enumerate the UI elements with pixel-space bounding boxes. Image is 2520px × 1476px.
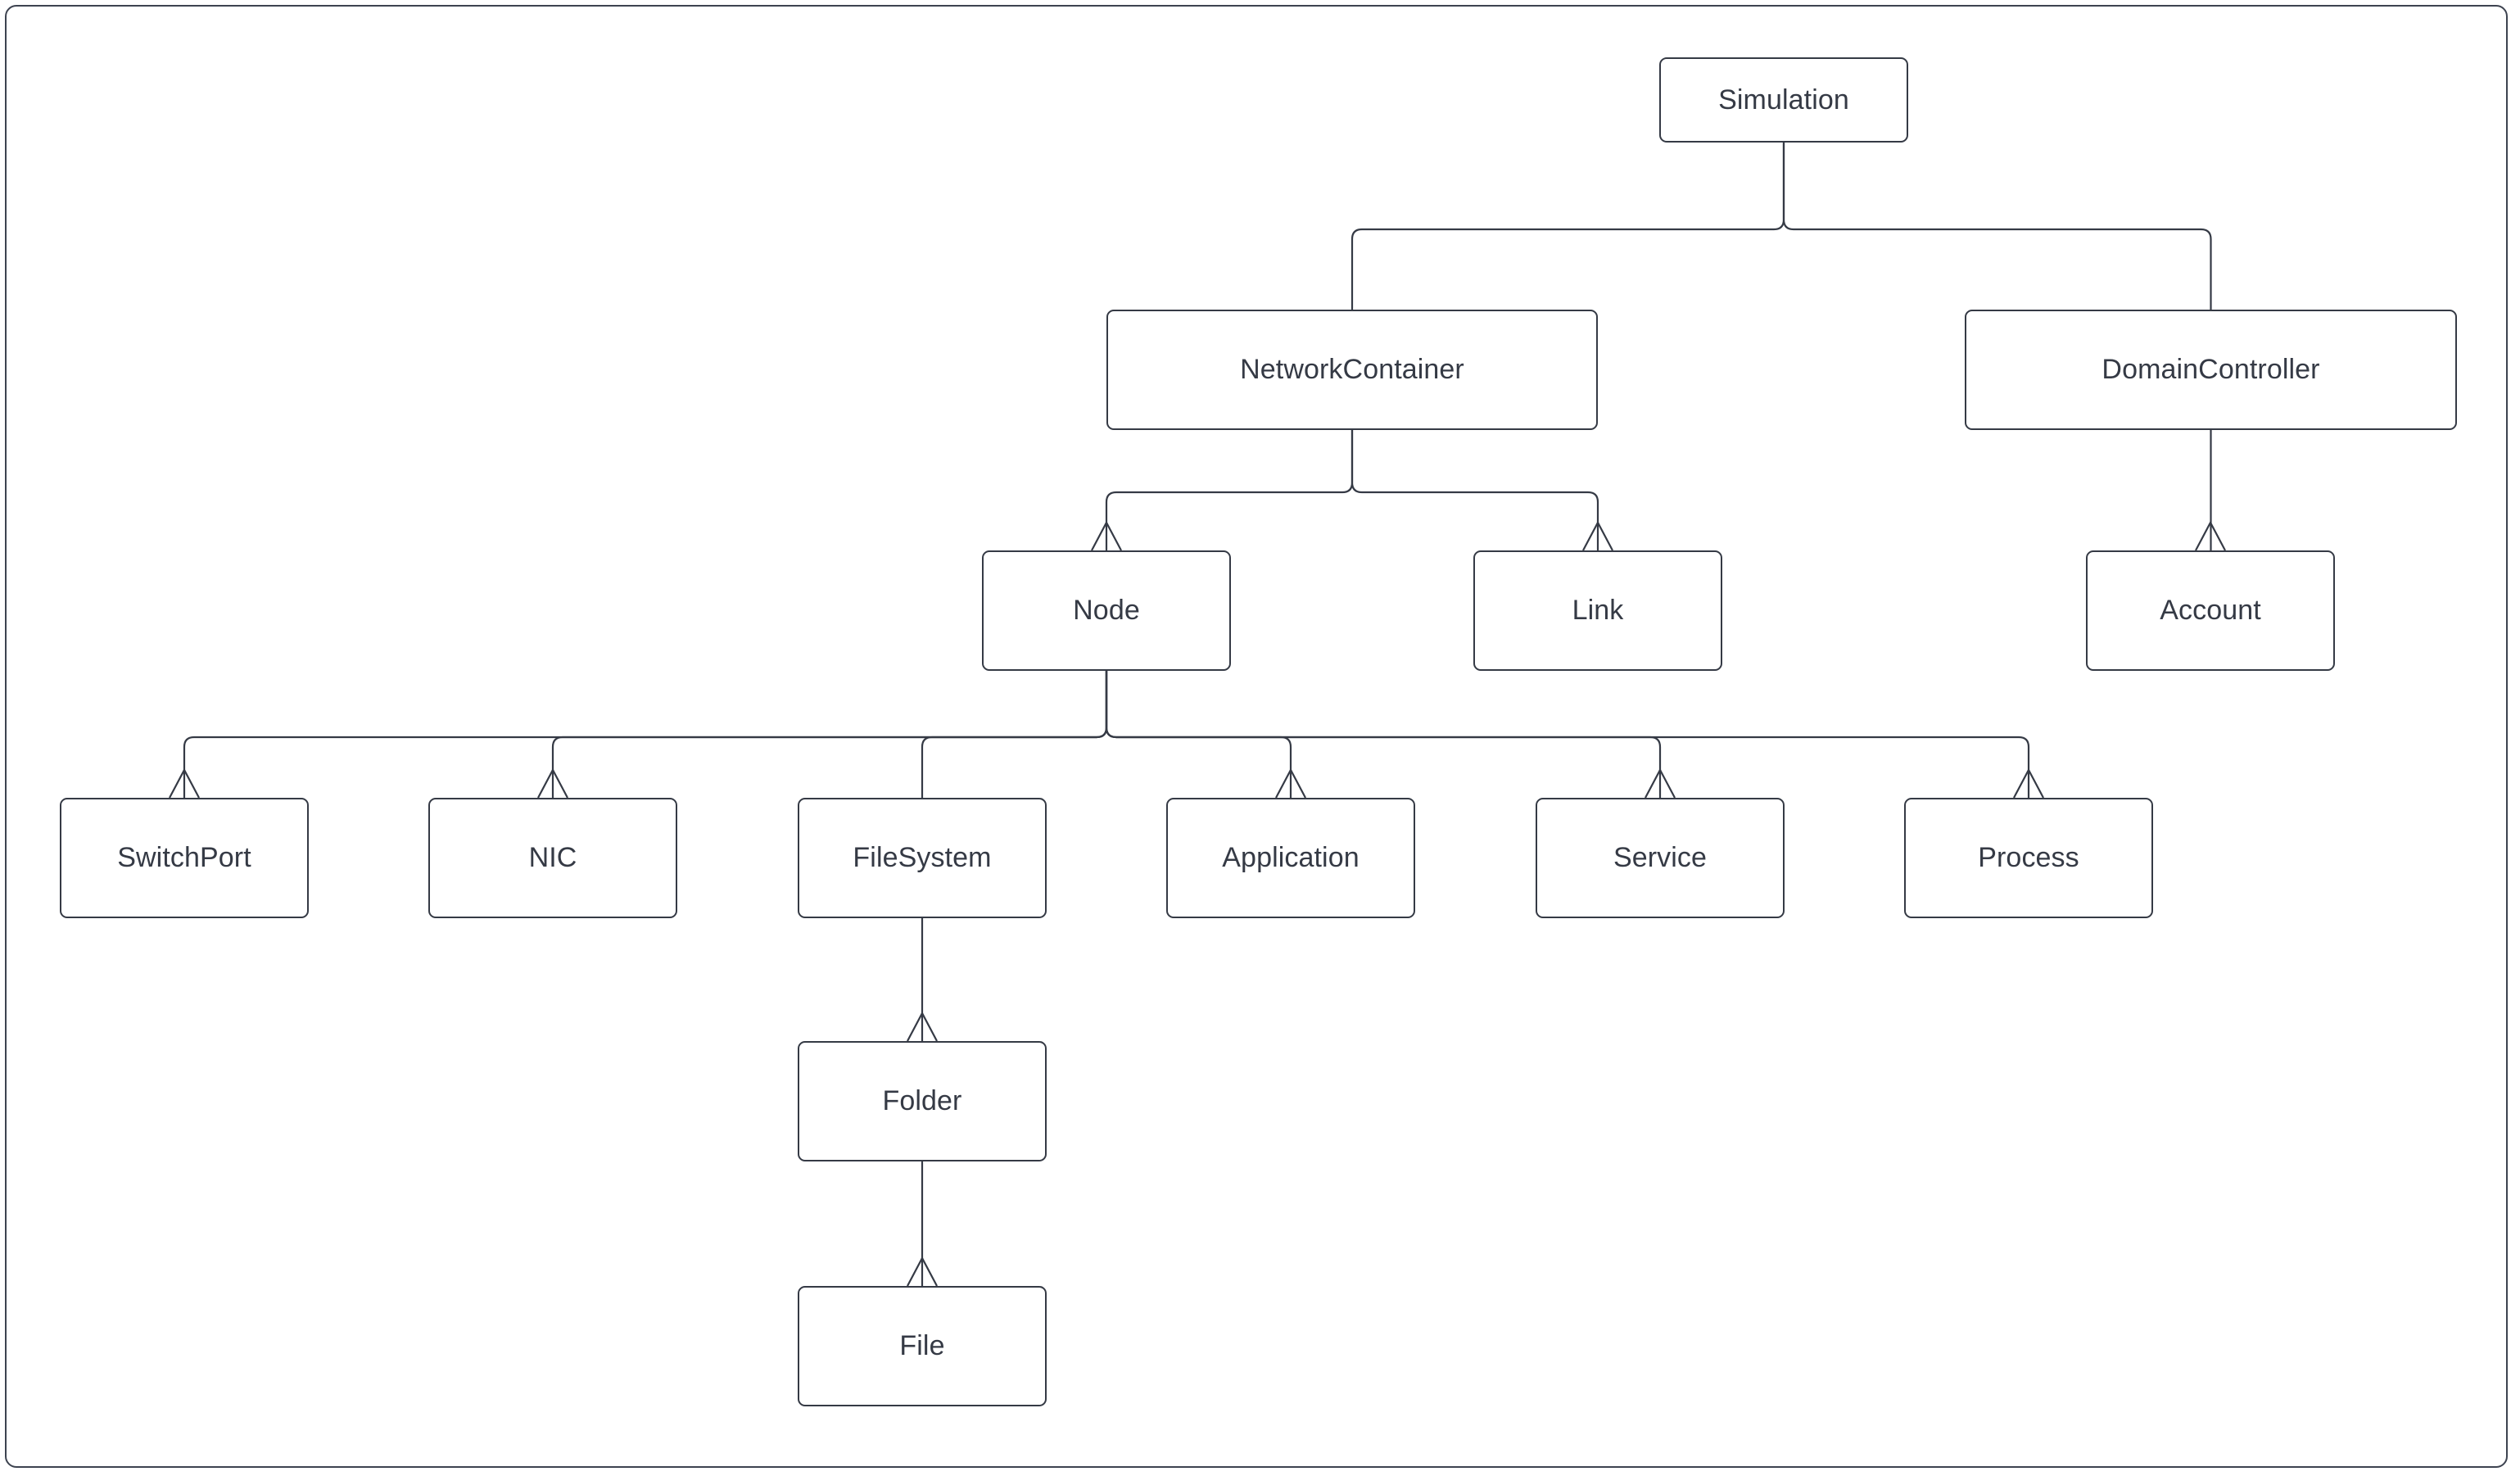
class-box-filesystem[interactable]: FileSystem [798,798,1047,918]
class-box-label: File [899,1330,945,1362]
class-box-nic[interactable]: NIC [428,798,677,918]
class-box-label: Application [1222,842,1360,874]
class-box-label: Service [1613,842,1708,874]
class-box-domaincontroller[interactable]: DomainController [1965,310,2457,430]
class-box-switchport[interactable]: SwitchPort [60,798,309,918]
class-box-account[interactable]: Account [2086,550,2335,671]
class-box-link[interactable]: Link [1473,550,1722,671]
class-box-service[interactable]: Service [1536,798,1785,918]
class-box-networkcontainer[interactable]: NetworkContainer [1106,310,1598,430]
class-box-label: Account [2160,595,2261,627]
class-box-label: Simulation [1718,84,1849,115]
class-box-label: FileSystem [853,842,992,874]
class-box-label: DomainController [2102,354,2320,386]
class-box-label: Node [1073,595,1140,627]
class-box-simulation[interactable]: Simulation [1659,57,1908,143]
class-box-application[interactable]: Application [1166,798,1415,918]
class-box-process[interactable]: Process [1904,798,2153,918]
class-box-file[interactable]: File [798,1286,1047,1406]
class-box-label: NIC [528,842,577,874]
class-box-label: Link [1572,595,1624,627]
class-box-node[interactable]: Node [982,550,1231,671]
class-box-label: NetworkContainer [1240,354,1464,386]
class-box-label: SwitchPort [117,842,251,874]
class-box-folder[interactable]: Folder [798,1041,1047,1161]
class-box-label: Folder [882,1085,962,1117]
class-box-label: Process [1978,842,2079,874]
page-frame [5,5,2508,1468]
